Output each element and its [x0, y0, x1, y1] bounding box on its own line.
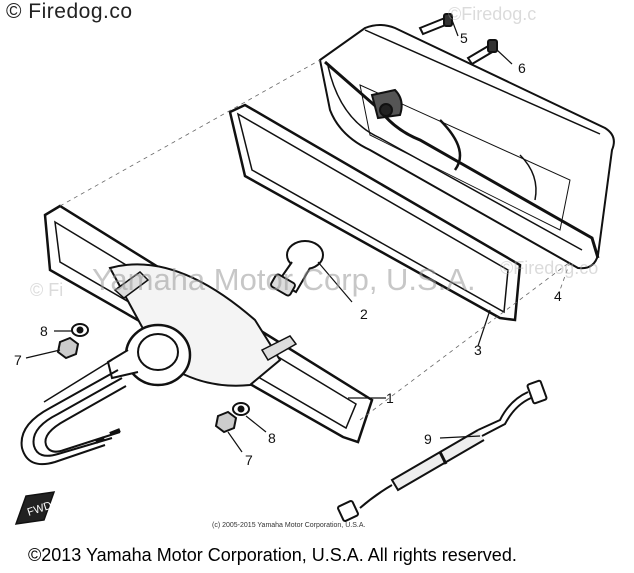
- watermark-top: © Firedog.co: [6, 0, 133, 23]
- watermark-top-faint: ©Firedog.c: [448, 4, 537, 24]
- screw-part-5: [418, 13, 459, 37]
- dash-leader-lines: [59, 59, 571, 421]
- watermark-right-faint: ©Firedog.co: [500, 258, 599, 278]
- screw-part-6: [466, 39, 513, 66]
- watermark-center: Yamaha Motor Corp, U.S.A.: [92, 262, 476, 297]
- callout-5: 5: [460, 30, 468, 46]
- callout-6: 6: [518, 60, 526, 76]
- watermark-left-faint: © Fi: [30, 280, 64, 300]
- wiring-harness: [20, 359, 127, 466]
- wire-part-9: [337, 379, 548, 522]
- callout-3: 3: [474, 342, 482, 358]
- callout-8-left: 8: [40, 323, 48, 339]
- callout-1: 1: [386, 390, 394, 406]
- callout-9: 9: [424, 431, 432, 447]
- bulb-part-2: [270, 240, 353, 303]
- lens-base-part-1: [43, 204, 386, 444]
- fwd-arrow-icon: FWD: [14, 490, 56, 526]
- callout-8-right: 8: [268, 430, 276, 446]
- footer-copyright: ©2013 Yamaha Motor Corporation, U.S.A. A…: [28, 545, 517, 565]
- callout-7-left: 7: [14, 352, 22, 368]
- housing-part-4: [318, 24, 615, 270]
- small-copyright: (c) 2005-2015 Yamaha Motor Corporation, …: [212, 522, 366, 529]
- callout-2: 2: [360, 306, 368, 322]
- callout-4: 4: [554, 288, 562, 304]
- nut-washer-left: [25, 323, 89, 360]
- callout-7-right: 7: [245, 452, 253, 468]
- nut-washer-right: [214, 402, 267, 453]
